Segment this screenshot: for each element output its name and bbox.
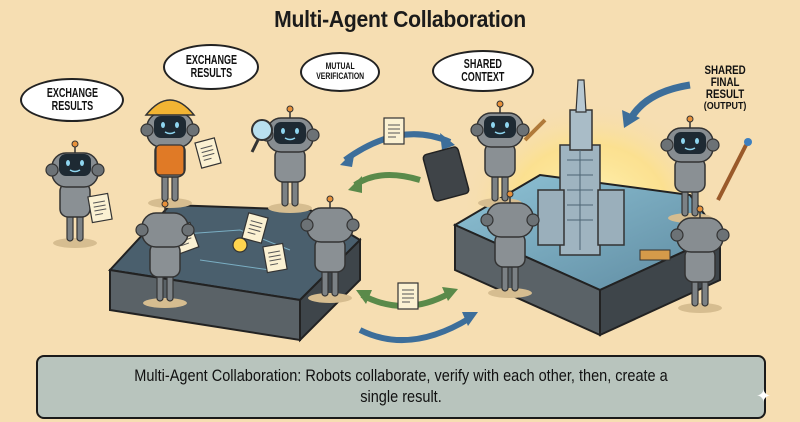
magnifier-icon [251,119,273,141]
ruler-icon [639,249,671,261]
skyscraper-model [537,79,625,256]
paintbrush-icon [716,144,748,201]
hardhat-icon [144,99,196,116]
caption-box: Multi-Agent Collaboration: Robots collab… [36,355,766,419]
shared-final-result-label: SHARED FINAL RESULT (OUTPUT) [703,65,747,113]
safety-vest [155,144,185,176]
robot-hardhat [140,99,222,209]
pencil-icon [523,118,547,142]
robot-calculator [422,100,547,209]
robot-magnifier [250,105,320,214]
robot-paintbrush [660,115,752,224]
sparkle-icon: ✦ [756,386,772,406]
robot-left-holding-paper [45,140,113,249]
right-building-table [452,79,722,337]
exchange-arrows [340,81,691,344]
lightbulb-icon [232,237,248,253]
page-title: Multi-Agent Collaboration [274,6,526,32]
caption-text: Multi-Agent Collaboration: Robots collab… [134,367,668,406]
calculator-icon [422,146,470,202]
robot-back-right [639,205,730,314]
